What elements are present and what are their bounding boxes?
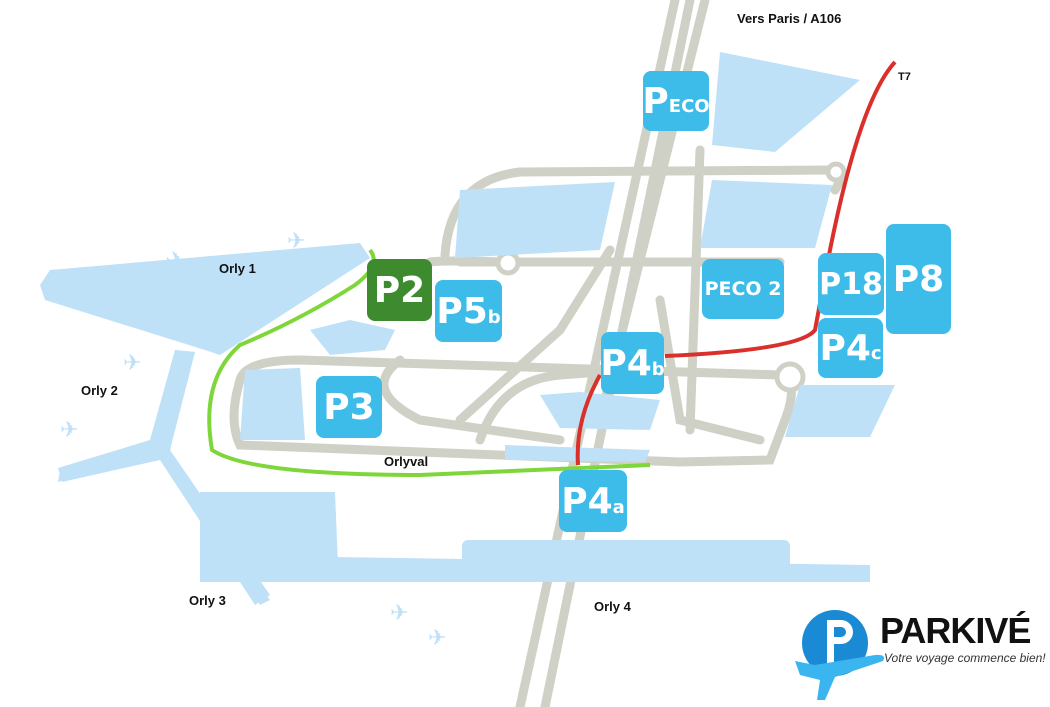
parking-p8[interactable]: P8 (886, 224, 951, 334)
label-t7: T7 (898, 71, 911, 83)
airplane-icon: ✈ (123, 350, 141, 375)
parking-label: P (642, 80, 669, 122)
parking-p2[interactable]: P2 (367, 259, 432, 321)
parking-label: P4 (819, 327, 871, 369)
parking-p18[interactable]: P18 (818, 253, 884, 315)
parking-sublabel: c (870, 343, 882, 364)
parking-label: P4 (561, 480, 613, 522)
label-vers-paris: Vers Paris / A106 (737, 11, 842, 26)
parkive-logo-icon (795, 610, 884, 700)
logo-tagline: Votre voyage commence bien! (884, 651, 1046, 665)
airplane-icon: ✈ (428, 625, 446, 650)
parking-sublabel: b (651, 359, 665, 380)
parking-label: P18 (819, 266, 883, 302)
airplane-icon: ✈ (165, 246, 187, 276)
label-orly4: Orly 4 (594, 599, 631, 614)
airplane-icon: ✈ (60, 417, 78, 442)
parking-label: PECO 2 (704, 278, 782, 300)
parking-label: P2 (373, 269, 426, 311)
parking-p3[interactable]: P3 (316, 376, 382, 438)
airplane-icons: ✈ ✈ ✈ ✈ ✈ ✈ (60, 228, 446, 650)
parking-peco2[interactable]: PECO 2 (702, 259, 784, 319)
buildings (40, 52, 895, 605)
label-orlyval: Orlyval (384, 454, 429, 469)
parking-label: P3 (323, 386, 375, 428)
parking-label: P5 (436, 290, 488, 332)
parking-label: P4 (600, 342, 652, 384)
orlyval-line (207, 248, 651, 478)
label-orly3: Orly 3 (189, 593, 226, 608)
airplane-icon: ✈ (287, 228, 305, 253)
label-orly1: Orly 1 (219, 261, 256, 276)
parking-sublabel: ECO (668, 96, 710, 117)
label-orly2: Orly 2 (81, 383, 118, 398)
parking-sublabel: b (487, 307, 501, 328)
t7-tram-line (575, 60, 897, 466)
parking-sublabel: a (612, 497, 625, 518)
airplane-icon: ✈ (390, 600, 408, 625)
parking-label: P8 (892, 258, 945, 300)
logo-brand: PARKIVÉ (880, 610, 1031, 651)
